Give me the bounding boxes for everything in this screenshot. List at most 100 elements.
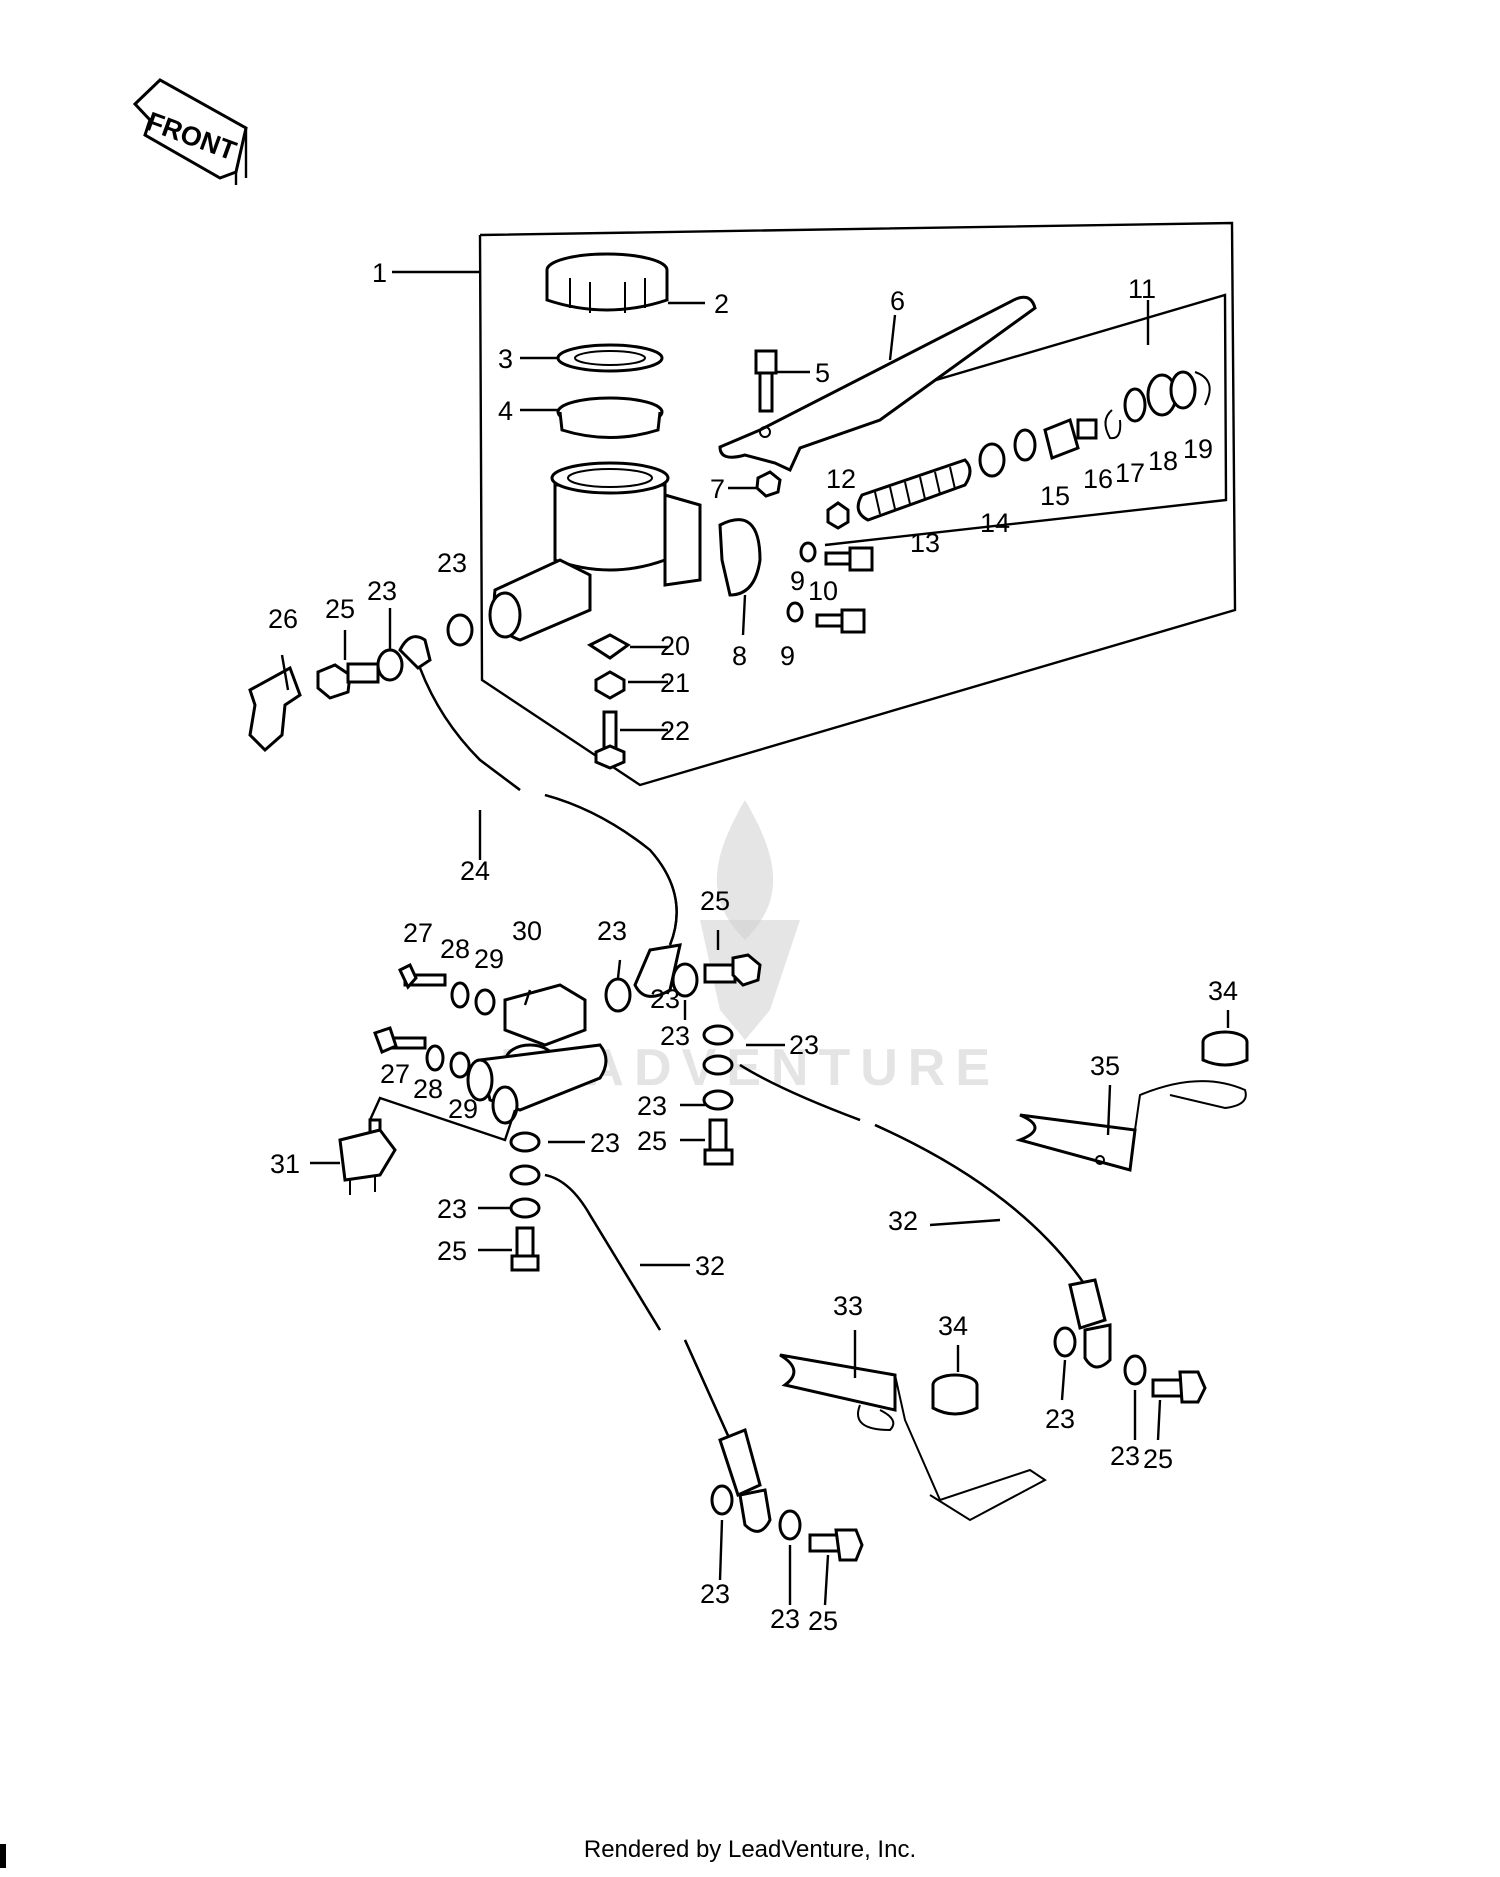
callout-25-b: 25 [700, 886, 730, 916]
callout-23-i: 23 [1045, 1404, 1075, 1434]
washer [702, 1024, 734, 1046]
callout-24: 24 [460, 856, 490, 886]
hose-bracket-right [1015, 1080, 1247, 1172]
washer [702, 1089, 734, 1111]
callout-25-a: 25 [325, 594, 355, 624]
banjo-bolt [703, 953, 762, 987]
callout-4: 4 [498, 396, 513, 426]
callout-9-lower: 9 [780, 641, 795, 671]
callout-23-j: 23 [1110, 1441, 1140, 1471]
callout-25-c: 25 [637, 1126, 667, 1156]
brake-junction [466, 983, 608, 1125]
callout-13: 13 [910, 528, 940, 558]
callout-23-d: 23 [660, 1021, 690, 1051]
callout-11: 11 [1128, 274, 1156, 304]
callout-3: 3 [498, 344, 513, 374]
banjo-bolt [510, 1226, 540, 1272]
diaphragm [556, 396, 664, 439]
callout-31: 31 [270, 1149, 300, 1179]
washer [509, 1164, 541, 1186]
callout-16: 16 [1083, 464, 1113, 494]
callout-10: 10 [808, 576, 838, 606]
callout-34-left: 34 [938, 1311, 968, 1341]
callout-25-f: 25 [808, 1606, 838, 1636]
callout-29-a: 29 [474, 944, 504, 974]
hose-bracket-left [779, 1353, 1047, 1522]
callout-8: 8 [732, 641, 747, 671]
callout-6: 6 [890, 286, 905, 316]
washer [671, 962, 699, 998]
callout-32-right: 32 [888, 1206, 918, 1236]
callout-27-b: 27 [380, 1059, 410, 1089]
switch-leader [368, 1096, 517, 1142]
brake-lever [718, 295, 1037, 472]
callout-30: 30 [512, 916, 542, 946]
reservoir-cap [545, 252, 669, 313]
callout-23-m: 23 [650, 984, 680, 1014]
washer [376, 648, 404, 682]
bleeder-parts [586, 633, 631, 770]
callout-7: 7 [710, 474, 725, 504]
callout-34-right: 34 [1208, 976, 1238, 1006]
grommet-left [931, 1373, 979, 1416]
callout-9-upper: 9 [790, 566, 805, 596]
dust-cap [248, 665, 302, 753]
callout-23-a: 23 [437, 548, 467, 578]
washer [446, 613, 474, 647]
brake-hose-lower-right [739, 1063, 1112, 1369]
callout-2: 2 [714, 289, 729, 319]
callout-23-g: 23 [590, 1128, 620, 1158]
washer [604, 977, 632, 1013]
callout-20: 20 [660, 631, 690, 661]
washer [778, 1509, 802, 1541]
handlebar-clamp [718, 518, 762, 597]
piston-kit-frame [799, 293, 1228, 547]
banjo-bolt [703, 1118, 734, 1166]
washer [702, 1054, 734, 1076]
master-cylinder-body [488, 461, 702, 642]
callout-23-c: 23 [597, 916, 627, 946]
brake-hose-lower-left [544, 1173, 772, 1533]
callout-14: 14 [980, 508, 1010, 538]
callout-19: 19 [1183, 434, 1213, 464]
callout-labels: 1 2 3 4 5 6 7 8 9 9 10 11 12 13 14 15 16… [268, 258, 1238, 1636]
banjo-bolt [808, 1528, 864, 1562]
clamp-bolts [786, 541, 874, 634]
front-direction-arrow: FRONT [132, 78, 248, 185]
callout-27-a: 27 [403, 918, 433, 948]
callout-18: 18 [1148, 446, 1178, 476]
callout-1: 1 [372, 258, 387, 288]
callout-29-b: 29 [448, 1094, 478, 1124]
junction-bolts [373, 962, 496, 1079]
callout-32-left: 32 [695, 1251, 725, 1281]
washer [509, 1197, 541, 1219]
callout-23-f: 23 [637, 1091, 667, 1121]
callout-23-l: 23 [770, 1604, 800, 1634]
edge-mark [0, 1844, 6, 1868]
callout-23-b: 23 [367, 576, 397, 606]
washer [1123, 1354, 1147, 1386]
washer [509, 1131, 541, 1153]
callout-21: 21 [660, 668, 690, 698]
assembly-frame [478, 221, 1237, 787]
callout-22: 22 [660, 716, 690, 746]
callout-5: 5 [815, 358, 830, 388]
callout-23-h: 23 [437, 1194, 467, 1224]
lever-nut [755, 470, 782, 498]
callout-15: 15 [1040, 481, 1070, 511]
brake-hose-upper [398, 635, 682, 998]
banjo-bolt-upper [316, 662, 380, 700]
washer [1053, 1326, 1077, 1358]
callout-28-b: 28 [413, 1074, 443, 1104]
brake-light-switch [338, 1118, 397, 1195]
render-credit: Rendered by LeadVenture, Inc. [583, 1836, 917, 1863]
callout-26: 26 [268, 604, 298, 634]
callout-17: 17 [1115, 458, 1145, 488]
callout-23-e: 23 [789, 1030, 819, 1060]
callout-35: 35 [1090, 1051, 1120, 1081]
callout-25-e: 25 [1143, 1444, 1173, 1474]
washer [710, 1484, 734, 1516]
grommet-right [1201, 1030, 1249, 1067]
banjo-bolt [1151, 1370, 1207, 1404]
